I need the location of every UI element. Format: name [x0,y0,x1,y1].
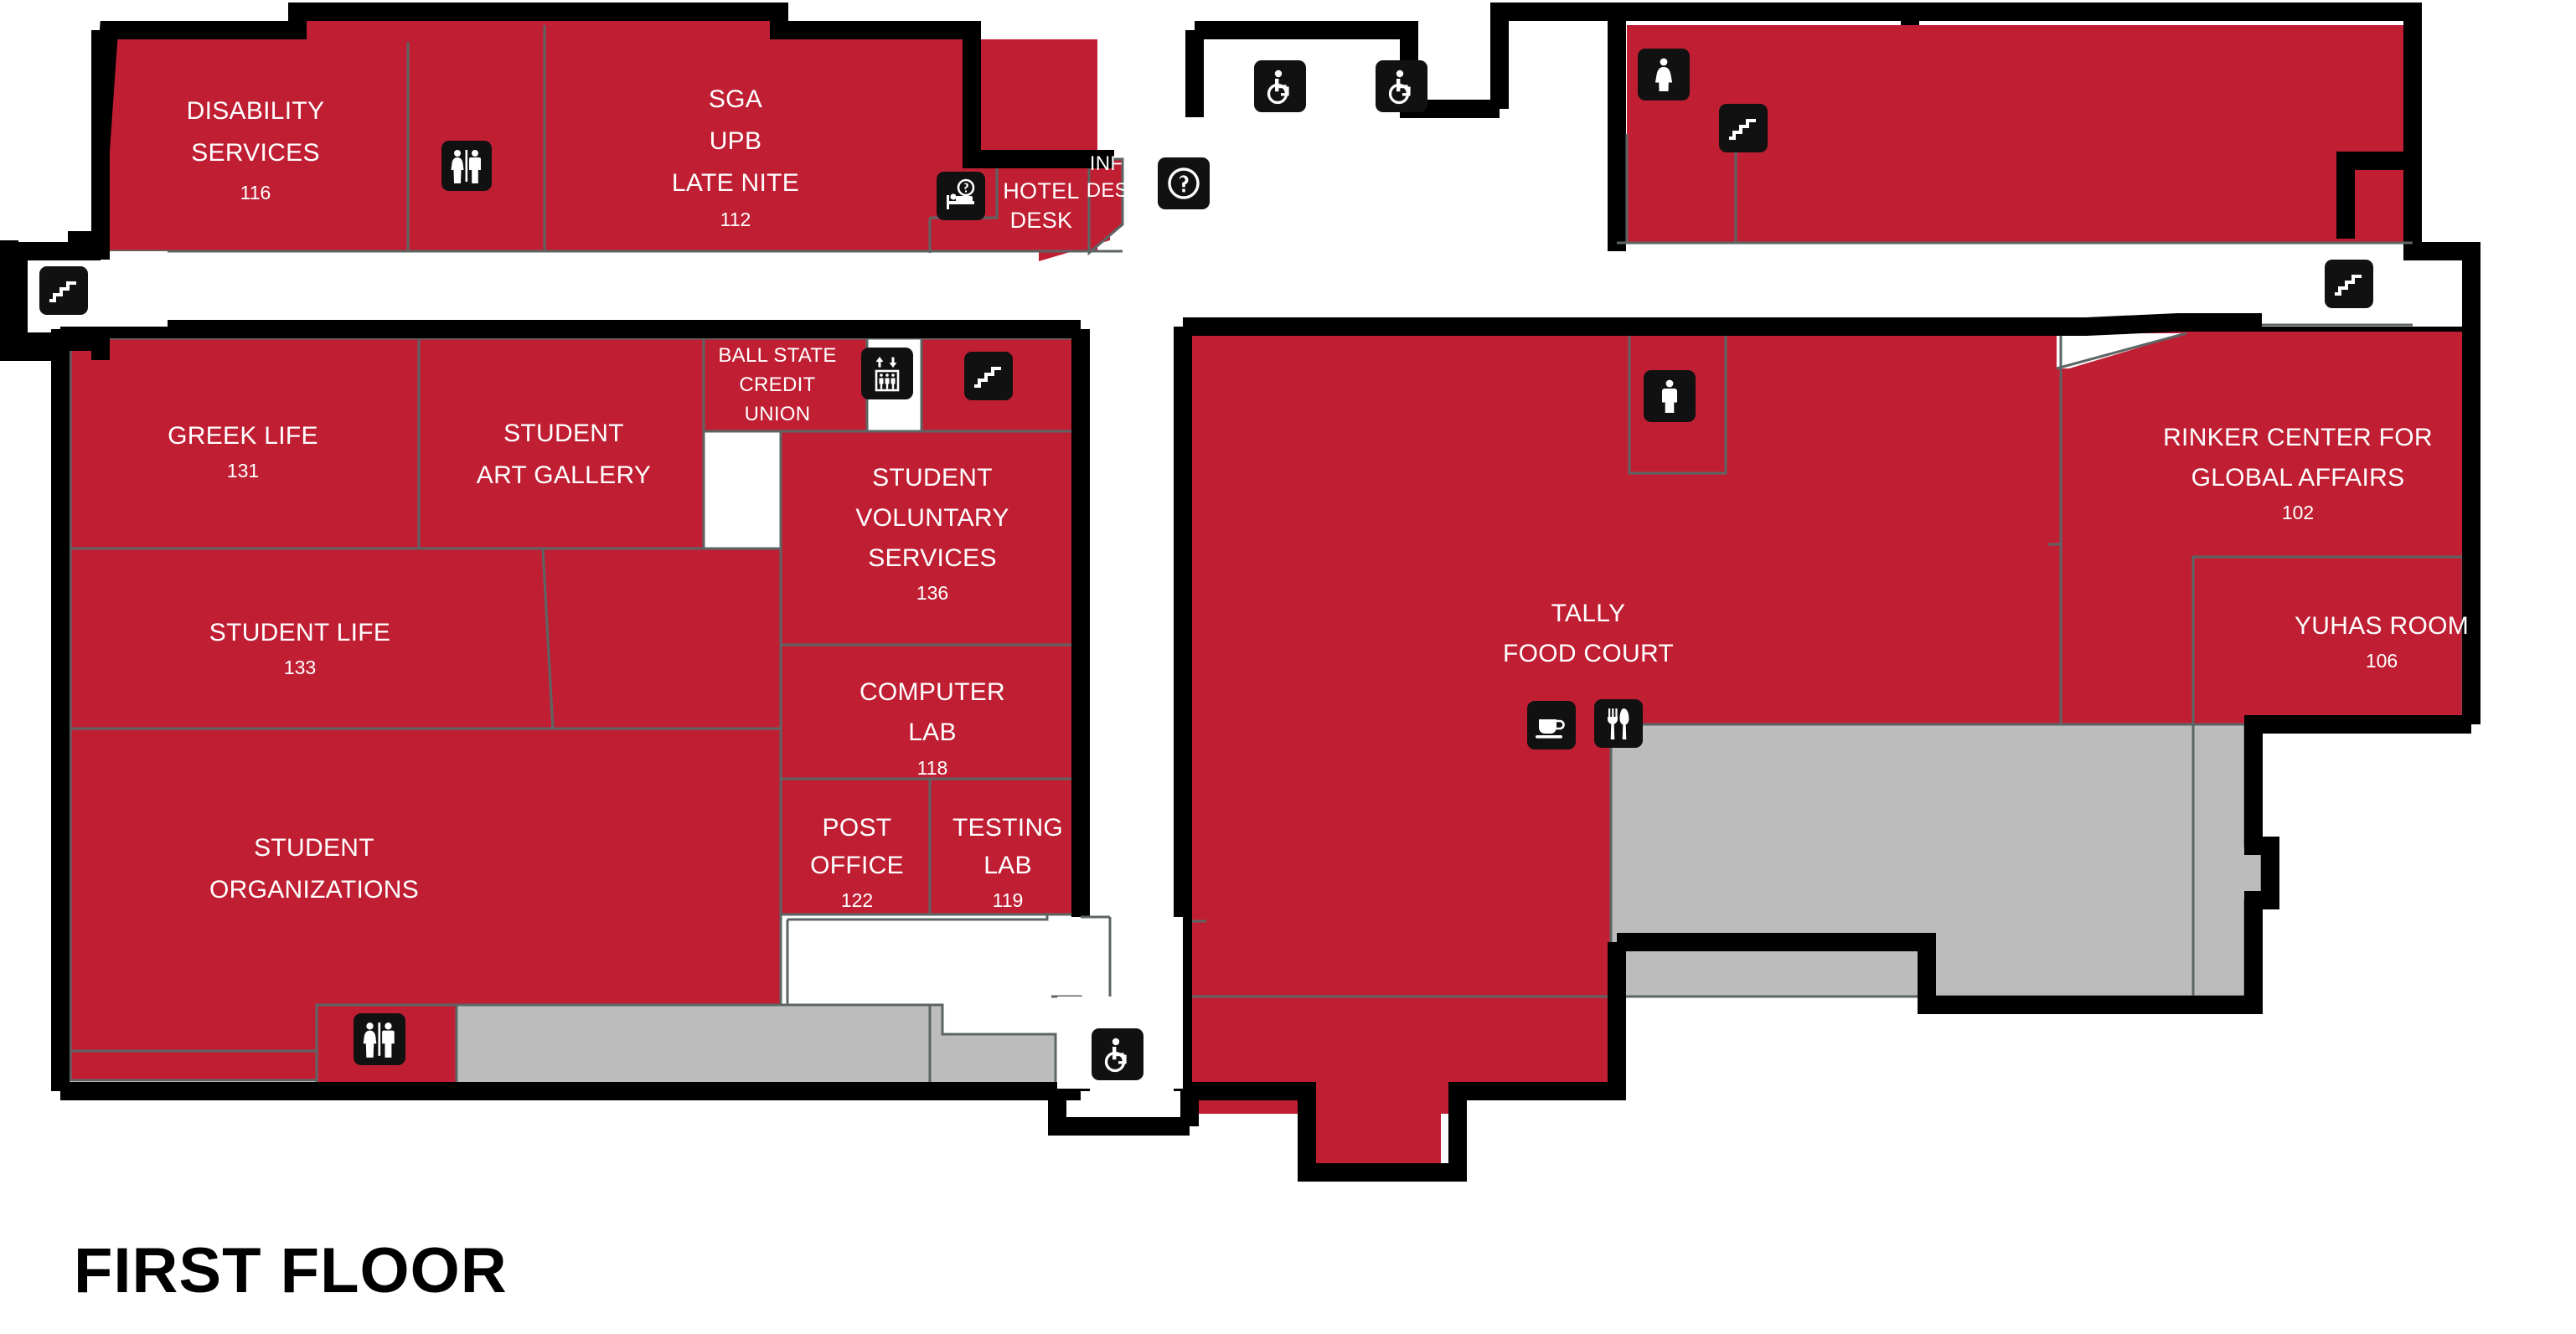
label-credit-union-l3: UNION [745,403,811,425]
label-greek-life: GREEK LIFE [168,422,318,450]
left-alcove-wall [9,242,101,351]
label-disability-services-num: 116 [240,182,271,203]
label-computer-lab-l1: COMPUTER [860,678,1005,706]
center-lobby [60,913,1199,1136]
stairs-icon[interactable] [964,352,1013,400]
southwest-wing [51,320,1090,1100]
restroom-unisex-icon[interactable] [441,141,492,191]
label-tally-l2: FOOD COURT [1503,640,1674,667]
label-testing-lab-num: 119 [993,889,1024,911]
restroom-women-icon[interactable] [1638,49,1690,100]
label-credit-union-l1: BALL STATE [718,344,836,367]
label-rinker-num: 102 [2282,502,2314,523]
women-figure-glyph [1655,58,1673,91]
men-restroom-partition [1628,335,1727,475]
wheelchair-glyph [1267,70,1289,105]
stair-alcove-wall [2336,152,2480,327]
label-post-office-num: 122 [841,889,873,911]
label-greek-life-num: 131 [227,460,259,482]
fork-knife-glyph [1608,708,1629,739]
label-computer-lab-num: 118 [917,757,948,779]
label-svs-num: 136 [916,582,948,604]
hotel-desk-icon[interactable] [937,172,985,220]
stairs-icon[interactable] [2325,260,2373,308]
label-sga-l1: SGA [709,85,762,113]
label-testing-lab-l2: LAB [983,852,1032,879]
stairs-glyph [49,281,76,302]
label-student-life: STUDENT LIFE [209,619,390,646]
label-student-orgs-l1: STUDENT [254,834,374,862]
stairs-glyph [1729,119,1756,140]
label-rinker-l1: RINKER CENTER FOR [2163,424,2433,451]
stairs-icon[interactable] [39,266,88,315]
page-title: FIRST FLOOR [74,1235,508,1306]
corridor-gray-left-2 [455,1003,932,1090]
label-computer-lab-l2: LAB [908,719,957,746]
label-student-orgs-l2: ORGANIZATIONS [209,876,419,904]
label-yuhas-room: YUHAS ROOM [2295,612,2469,640]
ne-red-body [1627,25,2404,243]
label-disability-services-l1: DISABILITY [187,97,325,125]
elevator-icon[interactable] [861,348,913,399]
wheelchair-glyph [1388,70,1411,105]
label-post-office-l1: POST [823,814,892,842]
east-wall-top [1183,313,2480,724]
dining-icon[interactable] [1594,699,1643,748]
elevator-glyph [875,357,900,392]
label-art-gallery-l2: ART GALLERY [477,461,651,489]
vestibule-wall-top [1195,21,1500,118]
question-mark-glyph [1168,167,1200,199]
label-testing-lab-l1: TESTING [952,814,1063,842]
east-wall-gray-bottom [1617,933,2253,1014]
information-icon[interactable] [1158,157,1210,209]
label-info-desk-l1: INFO [1090,152,1139,175]
label-student-life-num: 133 [284,657,316,678]
stairs-glyph [2335,275,2362,296]
sw-lower-partition-1 [184,1005,318,1053]
label-sga-l3: LATE NITE [672,169,799,197]
room-labels: DISABILITY SERVICES 116 SGA UPB LATE NIT… [168,85,2469,911]
restroom-unisex-glyph [363,1022,395,1058]
nw-upper-extension [297,21,779,251]
northwest-wing [0,3,1124,361]
lobby-line-1 [787,913,1049,921]
label-post-office-l2: OFFICE [810,852,904,879]
label-hotel-desk-l1: HOTEL [1003,178,1080,203]
label-credit-union-l2: CREDIT [739,373,815,396]
east-wall-right-jog [2178,715,2471,1014]
stairs-glyph [974,367,1001,388]
men-figure-glyph [1662,379,1677,413]
stairs-icon[interactable] [1719,104,1768,152]
label-art-gallery-l1: STUDENT [503,420,624,447]
label-info-desk-l2: DESK [1087,179,1143,202]
accessible-icon[interactable] [1254,60,1306,112]
nw-wall-top [288,3,981,159]
label-yuhas-room-num: 106 [2366,650,2398,672]
label-sga-num: 112 [720,209,751,230]
dining-gray-body [1609,723,2195,998]
hotel-bed-glyph [947,178,975,209]
label-svs-l1: STUDENT [872,464,993,492]
restroom-men-icon[interactable] [1644,370,1696,422]
accessible-icon[interactable] [1092,1028,1143,1080]
label-tally-l1: TALLY [1551,600,1626,627]
label-svs-l2: VOLUNTARY [855,504,1009,532]
label-disability-services-l2: SERVICES [191,139,320,167]
label-hotel-desk-l2: DESK [1010,208,1073,233]
rinker-notch-line [2056,332,2187,370]
art-gallery-lower [541,547,782,730]
label-svs-l3: SERVICES [868,544,997,572]
yuhas-room-shape [2191,555,2465,726]
label-rinker-l2: GLOBAL AFFAIRS [2191,464,2405,492]
label-sga-l2: UPB [710,127,762,155]
restroom-unisex-glyph [451,150,481,183]
accessible-icon[interactable] [1376,60,1427,112]
cafe-icon[interactable] [1527,701,1576,749]
wheelchair-glyph [1104,1038,1127,1073]
coffee-cup-glyph [1536,719,1565,739]
bottom-wall-step [1048,1091,1190,1136]
restroom-unisex-icon[interactable] [354,1013,405,1065]
